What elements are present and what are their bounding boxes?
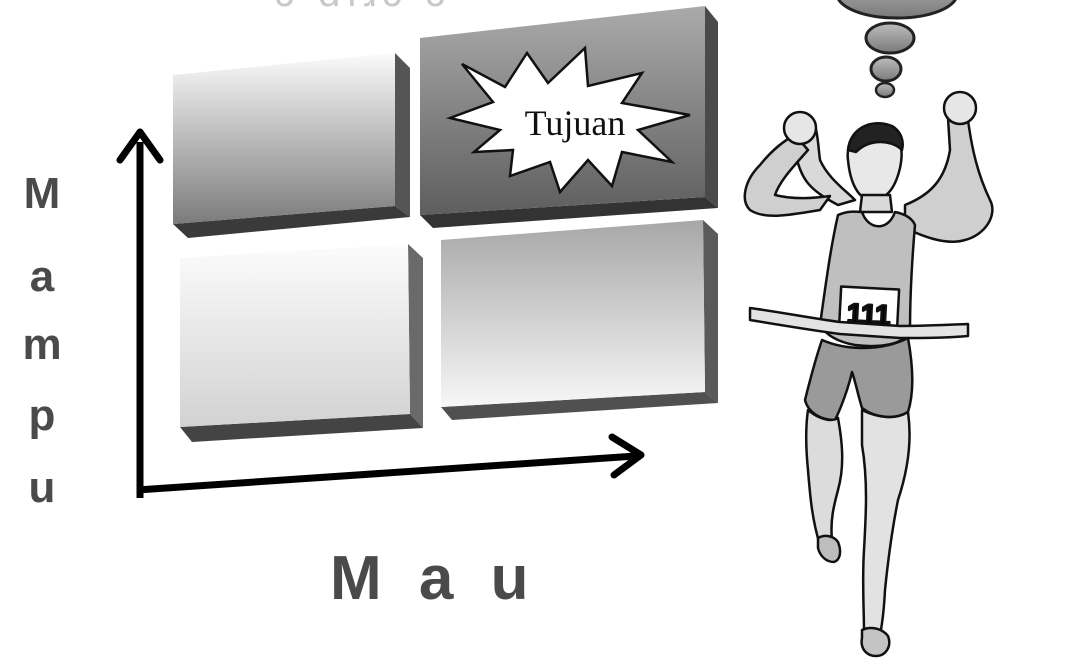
y-axis-letter: m (22, 323, 62, 367)
x-axis-label: M a u (330, 548, 538, 610)
runner-left-shoe (818, 536, 840, 562)
runner-right-arm (905, 118, 992, 242)
x-axis-line (137, 456, 636, 490)
y-axis-letter: M (22, 172, 62, 216)
y-axis-letter: u (22, 466, 62, 510)
runner-left-fist (784, 112, 816, 144)
runner-right-shoe (862, 628, 890, 656)
runner-right-leg (862, 410, 910, 635)
runner-left-leg (806, 410, 842, 545)
quadrant-top-left (173, 53, 410, 238)
thought-bubble (837, 0, 957, 97)
y-axis-letter: p (22, 394, 62, 438)
quadrant-bottom-left (180, 244, 423, 442)
y-axis-letter: a (22, 255, 62, 299)
runner-right-fist (944, 92, 976, 124)
cropped-heading-fragment: ɔ ɑıɹɔ ɔ (275, 0, 452, 15)
goal-label: Tujuan (525, 103, 626, 143)
runner-shorts (805, 338, 912, 420)
quadrant-bottom-right (441, 220, 718, 420)
runner-illustration: 111 (745, 92, 993, 656)
